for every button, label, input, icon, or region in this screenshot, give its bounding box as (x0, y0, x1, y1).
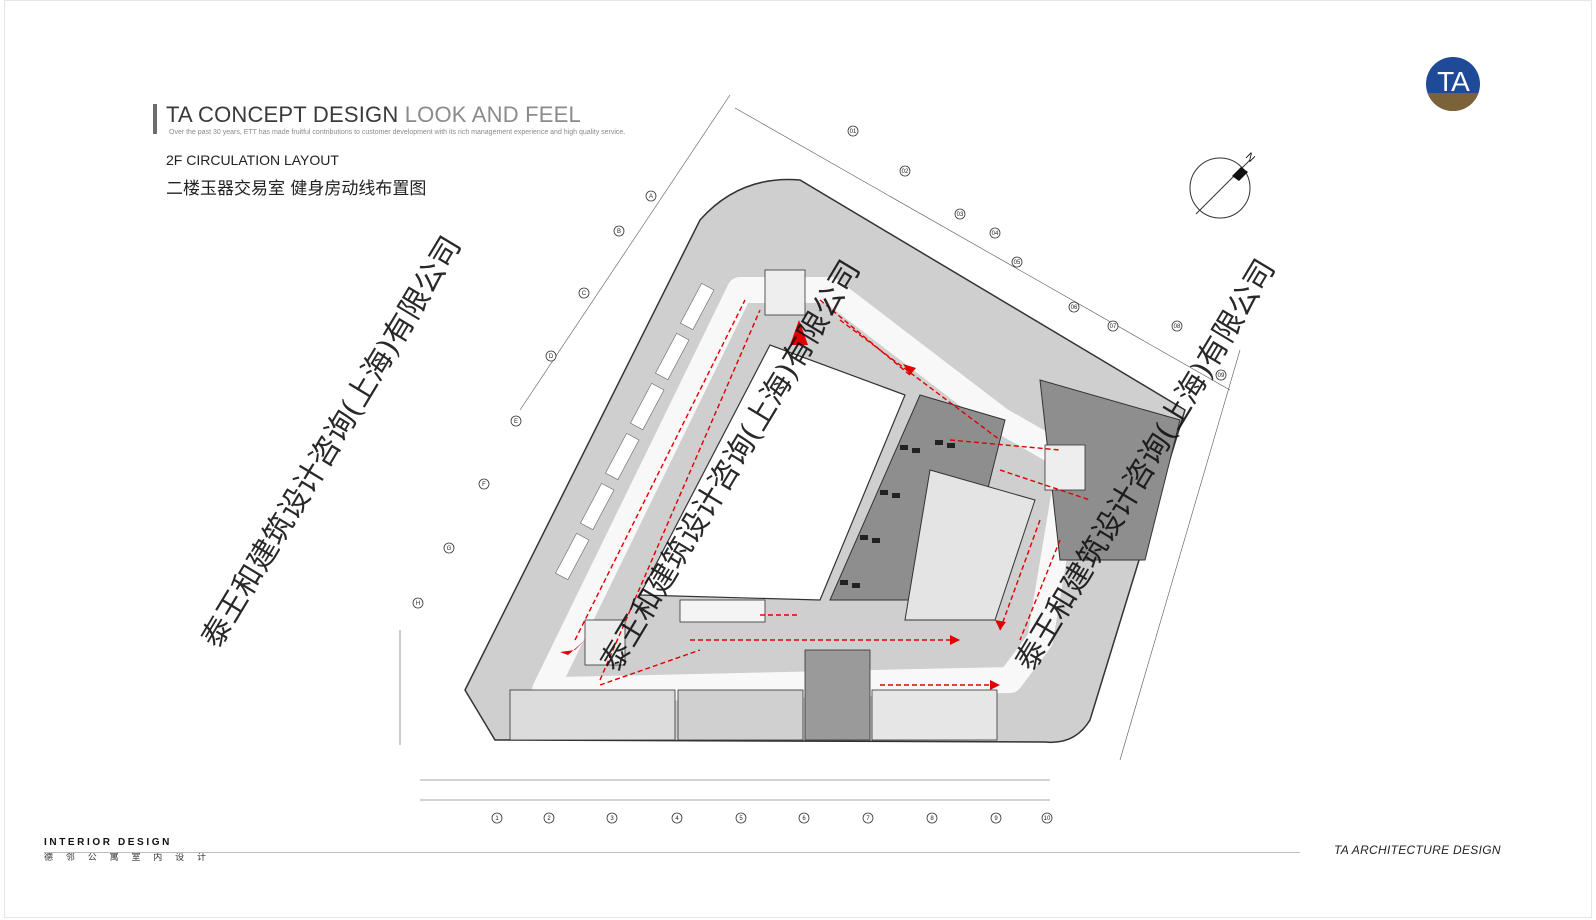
grid-bottom-3-bubble (606, 812, 618, 824)
footer-divider (44, 852, 1300, 853)
footer-interior-design-cn: 德 邻 公 寓 室 内 设 计 (44, 853, 212, 863)
grid-bottom-10-bubble (1041, 812, 1053, 824)
grid-top-02-label: 02 (902, 169, 909, 175)
north-arrow-icon: N (1189, 151, 1257, 219)
grid-top-08-label: 08 (1174, 324, 1181, 330)
grid-bottom-2-bubble (543, 812, 555, 824)
grid-left-D-label: D (549, 354, 554, 360)
page-frame (4, 0, 1592, 918)
grid-top-01-bubble (847, 125, 859, 137)
grid-bottom-4-label: 4 (675, 816, 679, 822)
grid-top-07-bubble (1107, 320, 1119, 332)
grid-bottom-6-bubble (798, 812, 810, 824)
grid-bottom-1-bubble (491, 812, 503, 824)
grid-left-G-bubble (443, 542, 455, 554)
grid-bottom-10-label: 10 (1044, 816, 1051, 822)
grid-bottom-7-bubble (862, 812, 874, 824)
grid-bottom-5-bubble (735, 812, 747, 824)
grid-top-08-bubble (1171, 320, 1183, 332)
grid-top-04-label: 04 (992, 231, 999, 237)
grid-top-06-label: 06 (1071, 305, 1078, 311)
title-bold: TA CONCEPT DESIGN (166, 102, 399, 127)
svg-text:N: N (1243, 151, 1257, 165)
grid-top-09-label: 09 (1218, 373, 1225, 379)
page-subtitle: Over the past 30 years, ETT has made fru… (169, 129, 626, 136)
grid-bubbles: 1 2 3 4 5 6 7 8 9 10 A B C D E F G H 01 02 03 04 05 06 07 08 09 (412, 125, 1227, 824)
grid-bottom-9-label: 9 (994, 816, 998, 822)
grid-left-A-bubble (645, 190, 657, 202)
grid-left-E-label: E (514, 419, 518, 425)
grid-top-03-label: 03 (957, 212, 964, 218)
grid-bottom-7-label: 7 (866, 816, 870, 822)
grid-bottom-4-bubble (671, 812, 683, 824)
grid-bottom-5-label: 5 (739, 816, 743, 822)
grid-left-C-bubble (578, 287, 590, 299)
grid-top-07-label: 07 (1110, 324, 1117, 330)
grid-top-05-bubble (1011, 256, 1023, 268)
grid-left-G-label: G (447, 546, 452, 552)
title-accent-bar (153, 104, 157, 134)
grid-left-B-bubble (613, 225, 625, 237)
logo-text: TA (1437, 66, 1470, 97)
grid-left-A-label: A (649, 194, 653, 200)
grid-left-H-label: H (416, 601, 420, 607)
grid-left-E-bubble (510, 415, 522, 427)
grid-left-C-label: C (582, 291, 587, 297)
route-arrowheads (560, 320, 1006, 690)
layout-title-en: 2F CIRCULATION LAYOUT (166, 152, 339, 168)
grid-top-04-bubble (989, 227, 1001, 239)
grid-bottom-6-label: 6 (802, 816, 806, 822)
grid-top-09-bubble (1215, 369, 1227, 381)
ta-logo: TA (1426, 57, 1480, 111)
grid-top-02-bubble (899, 165, 911, 177)
grid-bottom-9-bubble (990, 812, 1002, 824)
grid-top-06-bubble (1068, 301, 1080, 313)
title-light: LOOK AND FEEL (404, 102, 581, 127)
footer-interior-design: INTERIOR DESIGN (44, 837, 172, 848)
page-title: TA CONCEPT DESIGN LOOK AND FEEL (166, 102, 581, 128)
grid-bottom-3-label: 3 (610, 816, 614, 822)
circulation-routes (574, 299, 1091, 686)
grid-top-05-label: 05 (1014, 260, 1021, 266)
grid-left-F-bubble (478, 478, 490, 490)
grid-bottom-2-label: 2 (547, 816, 551, 822)
logo-earth (1426, 93, 1480, 111)
building-outline (464, 178, 1186, 744)
grid-top-01-label: 01 (850, 129, 857, 135)
grid-bottom-8-bubble (926, 812, 938, 824)
layout-title-cn: 二楼玉器交易室 健身房动线布置图 (166, 179, 427, 199)
grid-left-H-bubble (412, 597, 424, 609)
grid-top-03-bubble (954, 208, 966, 220)
grid-left-B-label: B (617, 229, 621, 235)
grid-bottom-8-label: 8 (930, 816, 934, 822)
footer-company: TA ARCHITECTURE DESIGN (1334, 843, 1501, 857)
grid-left-D-bubble (545, 350, 557, 362)
grid-left-F-label: F (482, 482, 486, 488)
fitness-equipment (840, 440, 955, 588)
grid-bottom-1-label: 1 (495, 816, 499, 822)
